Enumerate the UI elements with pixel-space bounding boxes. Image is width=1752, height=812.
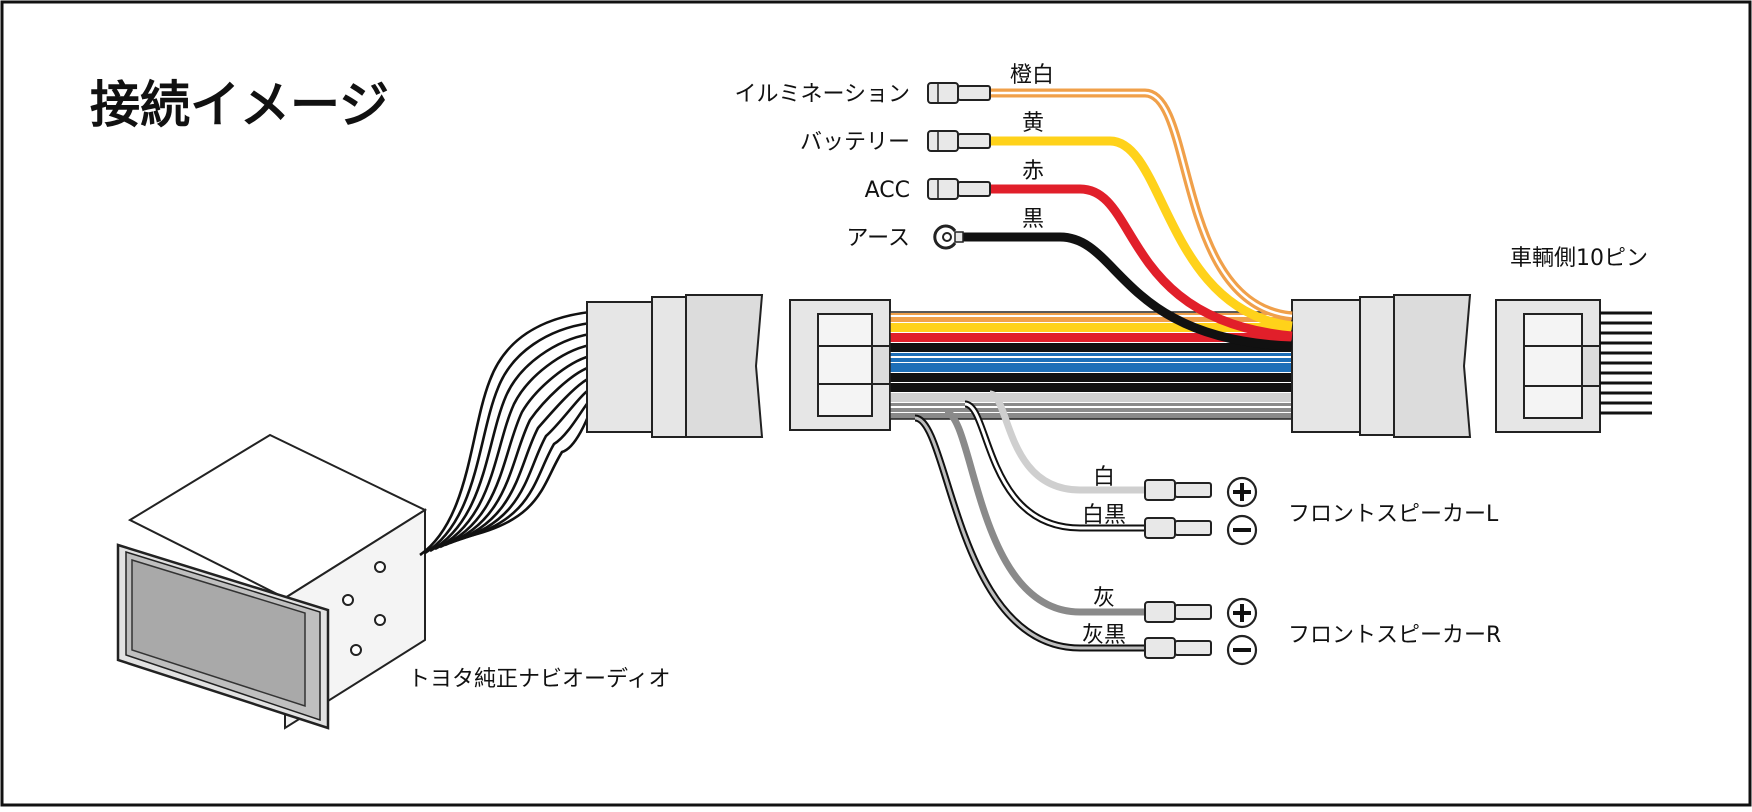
connector-icon	[927, 130, 991, 152]
wire-color-label: 白黒	[1082, 503, 1126, 528]
ring-terminal-icon	[933, 224, 964, 250]
connector-icon	[1144, 601, 1212, 623]
connector-icon	[927, 82, 991, 104]
connector-icon	[1144, 479, 1212, 501]
speaker-group-label: フロントスピーカーL	[1288, 502, 1499, 527]
screw-icon	[374, 614, 386, 626]
wire-color-label: 灰	[1093, 586, 1115, 611]
vehicle-connector	[1495, 299, 1601, 433]
connector-icon	[927, 178, 991, 200]
connector-icon	[1144, 517, 1212, 539]
vehicle-connector-label: 車輌側10ピン	[1510, 246, 1648, 271]
speaker-wire-r-plus	[943, 408, 1145, 616]
harness-connector-left	[789, 299, 891, 431]
head-unit-connector	[586, 294, 764, 438]
wire-color-label: 灰黒	[1082, 623, 1126, 648]
head-unit-cable	[419, 310, 592, 557]
wire-color-label: 白	[1093, 465, 1115, 490]
speaker-wire-r-minus	[913, 414, 1145, 652]
diagram-title: 接続イメージ	[90, 76, 389, 134]
power-wire-battery	[990, 136, 1293, 331]
connector-icon	[1144, 637, 1212, 659]
harness-connector-right	[1291, 294, 1472, 438]
power-wire-label: アース	[846, 226, 910, 251]
power-wire-acc	[990, 184, 1293, 341]
plus-icon	[1226, 476, 1258, 508]
minus-icon	[1226, 634, 1258, 666]
power-wire-label: バッテリー	[800, 130, 910, 155]
power-wire-label: イルミネーション	[734, 82, 910, 107]
wire-color-label: 赤	[1022, 159, 1044, 184]
screw-icon	[342, 594, 354, 606]
harness-wire-bundle	[889, 311, 1293, 420]
wire-color-label: 黒	[1022, 207, 1044, 232]
wire-color-label: 橙白	[1010, 63, 1054, 88]
power-wire-illumination	[990, 88, 1293, 321]
wire-color-label: 黄	[1022, 111, 1044, 136]
speaker-group-label: フロントスピーカーR	[1288, 623, 1501, 648]
power-wire-label: ACC	[865, 178, 910, 203]
head-unit	[116, 433, 428, 730]
speaker-wire-l-minus	[963, 400, 1145, 532]
screw-icon	[350, 644, 362, 656]
plus-icon	[1226, 597, 1258, 629]
head-unit-label: トヨタ純正ナビオーディオ	[408, 667, 670, 692]
screw-icon	[374, 561, 386, 573]
power-wire-ground	[960, 232, 1293, 351]
vehicle-wire-ends	[1600, 311, 1652, 415]
minus-icon	[1226, 514, 1258, 546]
speaker-wire-l-plus	[988, 390, 1145, 494]
